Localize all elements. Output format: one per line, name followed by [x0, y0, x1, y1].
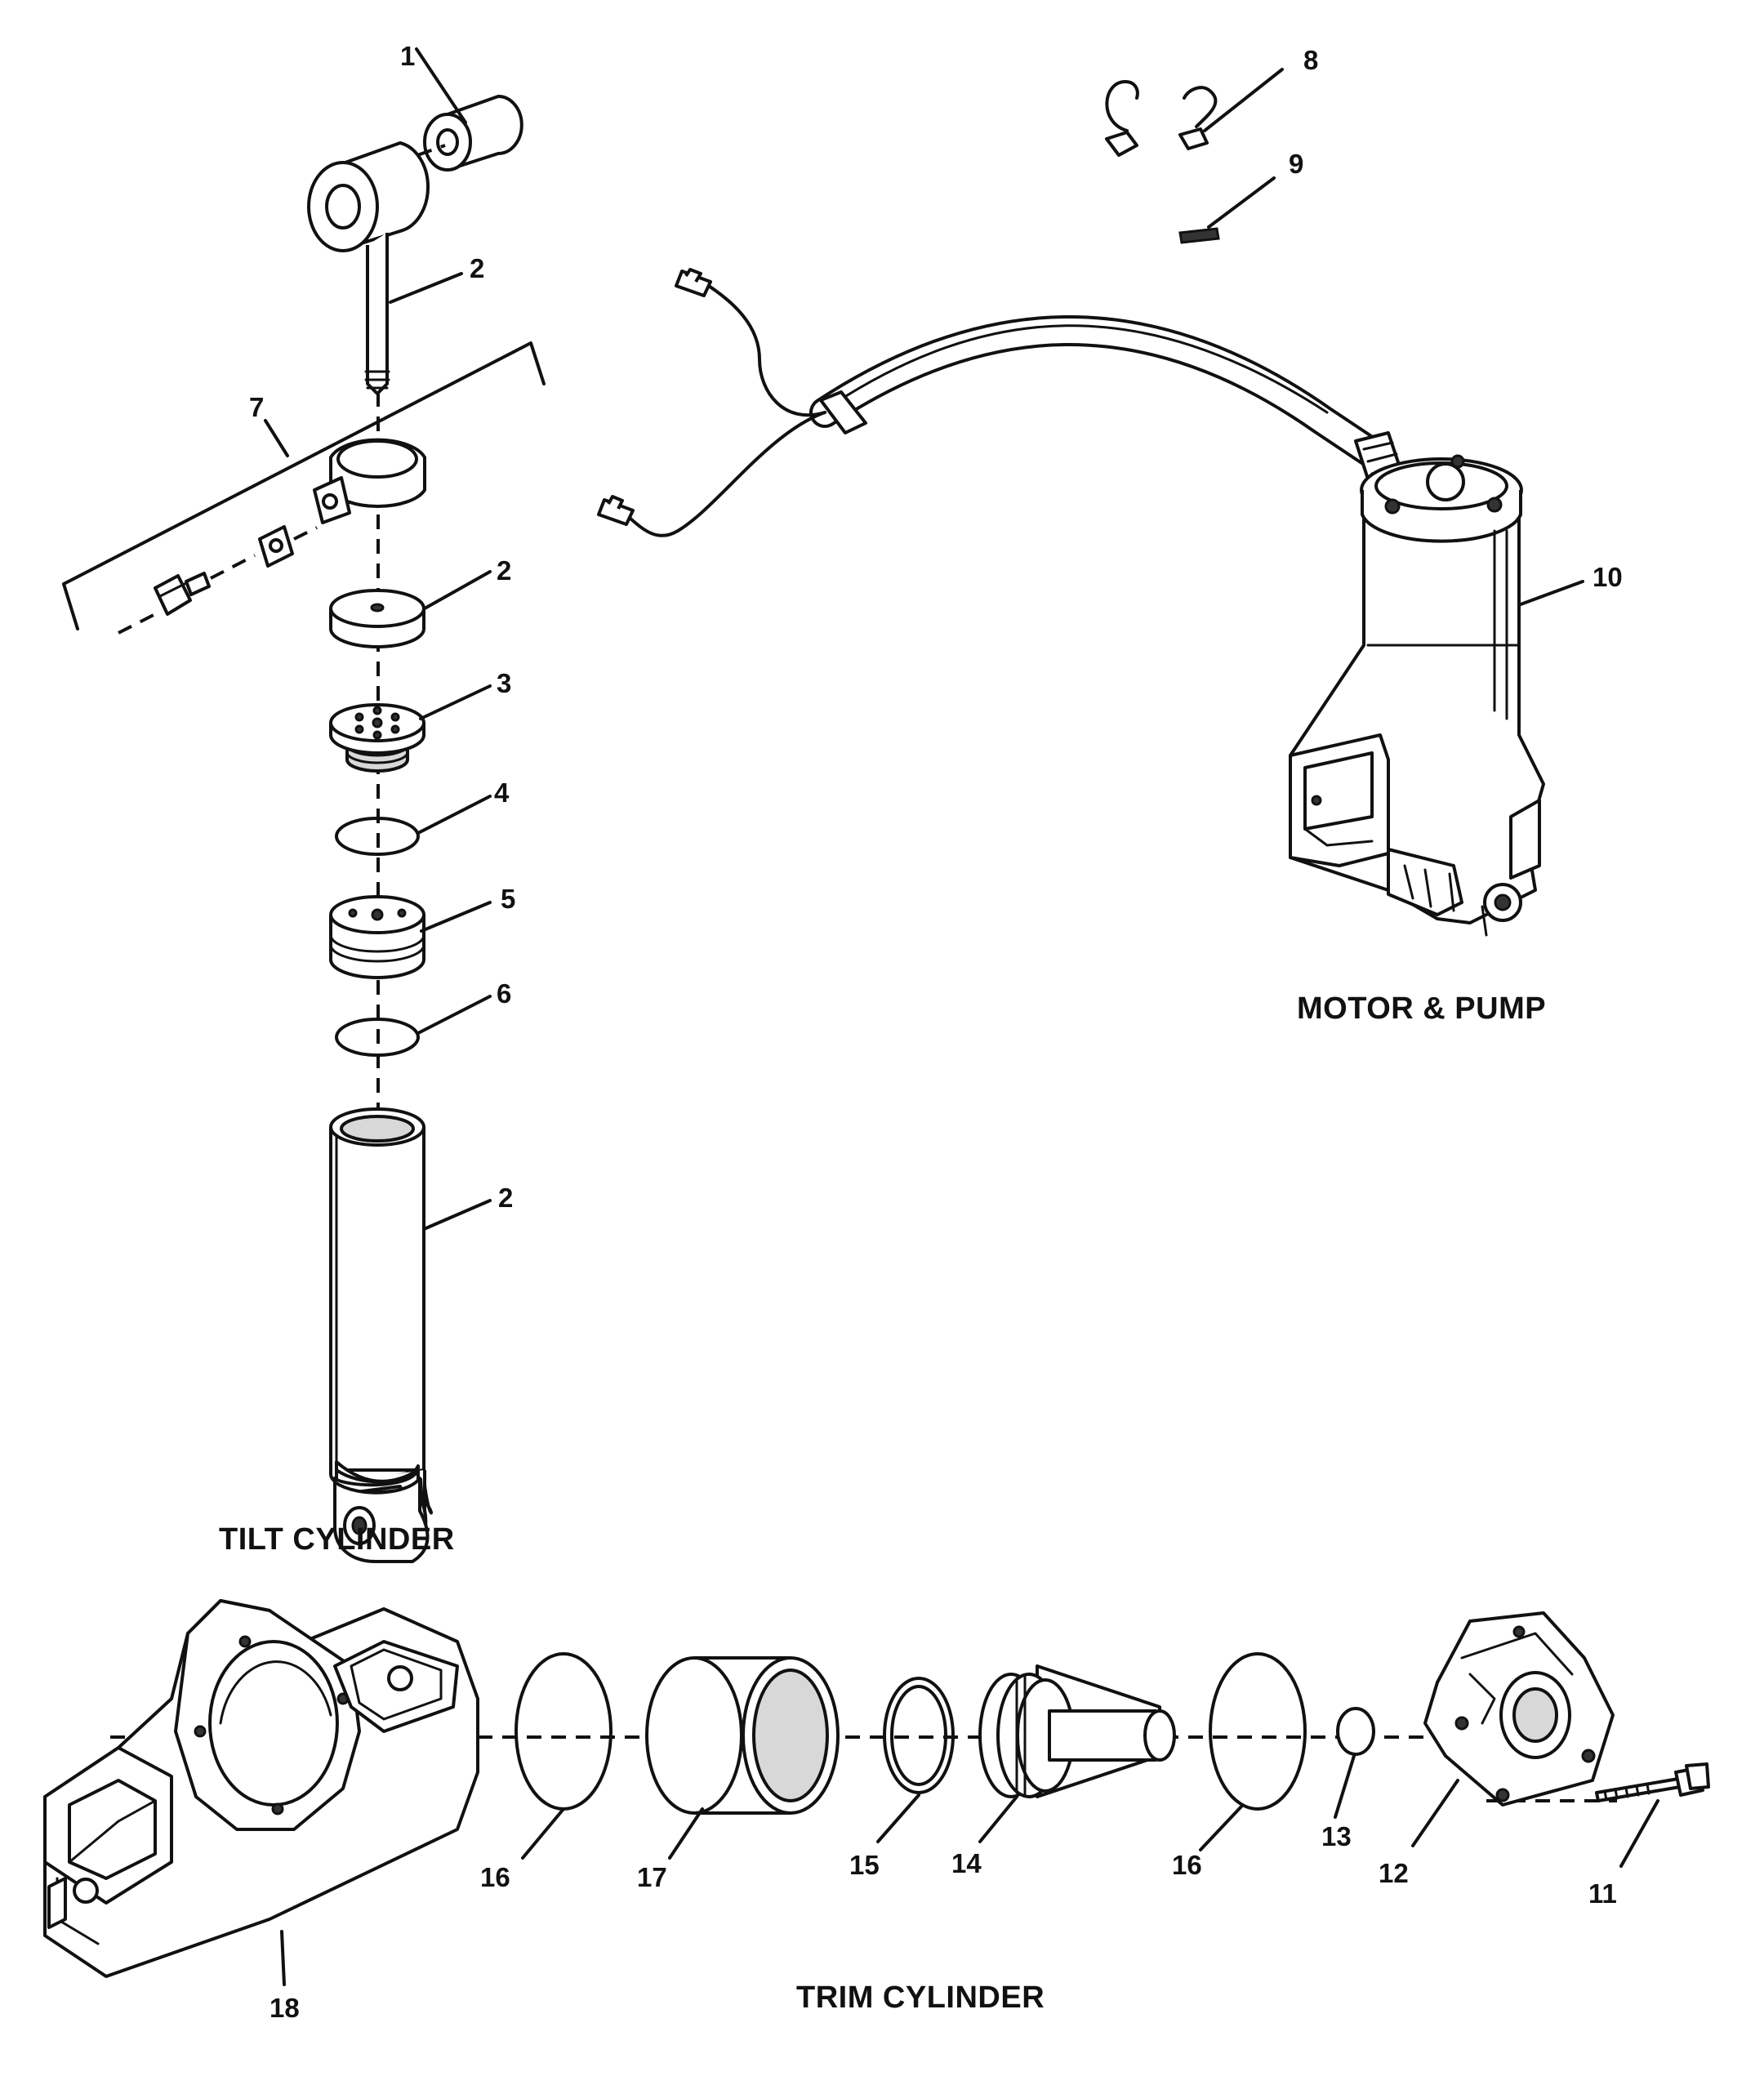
part-18-trim-housing: [43, 1599, 479, 1978]
part-13-check-ball: [1336, 1707, 1375, 1756]
callout-9: 9: [1289, 149, 1303, 179]
part-1-bushing: [423, 95, 523, 172]
caption-tilt-cylinder: TILT CYLINDER: [219, 1522, 455, 1557]
callout-1: 1: [400, 41, 415, 71]
callout-7: 7: [249, 392, 264, 422]
callout-17: 17: [637, 1862, 667, 1892]
callout-13: 13: [1321, 1821, 1352, 1851]
callout-5: 5: [501, 884, 515, 914]
caption-trim-cylinder: TRIM CYLINDER: [796, 1980, 1045, 2015]
part-2-clevis: [333, 1477, 430, 1563]
callout-2-rod: 2: [470, 253, 484, 283]
part-2-washer: [329, 589, 425, 648]
callout-4: 4: [494, 777, 510, 808]
part-16-o-ring-2: [1209, 1652, 1307, 1811]
part-16-o-ring: [514, 1652, 612, 1811]
part-8-wire-clips: [1105, 68, 1284, 157]
part-3-cap: [329, 703, 425, 773]
callout-2-washer: 2: [497, 555, 511, 586]
callout-12: 12: [1379, 1858, 1409, 1888]
callout-16-left: 16: [480, 1862, 510, 1892]
callout-18: 18: [270, 1993, 300, 2023]
part-14-piston-rod: [978, 1664, 1176, 1798]
part-10-motor-pump: [1289, 454, 1584, 937]
callout-2-cylinder: 2: [498, 1183, 513, 1213]
callout-6: 6: [497, 978, 511, 1009]
part-11-bolt: [1595, 1762, 1710, 1802]
trim-cylinder-assembly: [43, 1599, 1710, 1986]
part-2-cylinder-body: [329, 1107, 433, 1537]
part-15-ring: [883, 1677, 955, 1794]
callout-15: 15: [849, 1850, 880, 1880]
motor-pump-assembly: [597, 68, 1584, 937]
part-7-mounting-bracket: [62, 341, 546, 635]
tilt-cylinder-assembly: [62, 47, 546, 1563]
part-5-piston: [329, 895, 425, 979]
callout-11: 11: [1588, 1878, 1617, 1909]
caption-motor-pump: MOTOR & PUMP: [1297, 991, 1546, 1026]
part-17-sleeve: [645, 1656, 840, 1815]
motor-wiring-harness: [597, 268, 1406, 537]
part-9-pin: [1178, 176, 1276, 244]
part-2-rod-eye: [307, 141, 430, 395]
part-4-o-ring: [335, 817, 420, 856]
part-6-o-ring: [335, 1018, 420, 1057]
callout-3: 3: [497, 668, 511, 698]
callout-10: 10: [1592, 562, 1623, 592]
callout-14: 14: [951, 1848, 982, 1878]
part-12-end-cap: [1423, 1611, 1615, 1807]
callout-8: 8: [1303, 45, 1318, 75]
callout-16-right: 16: [1172, 1850, 1202, 1880]
